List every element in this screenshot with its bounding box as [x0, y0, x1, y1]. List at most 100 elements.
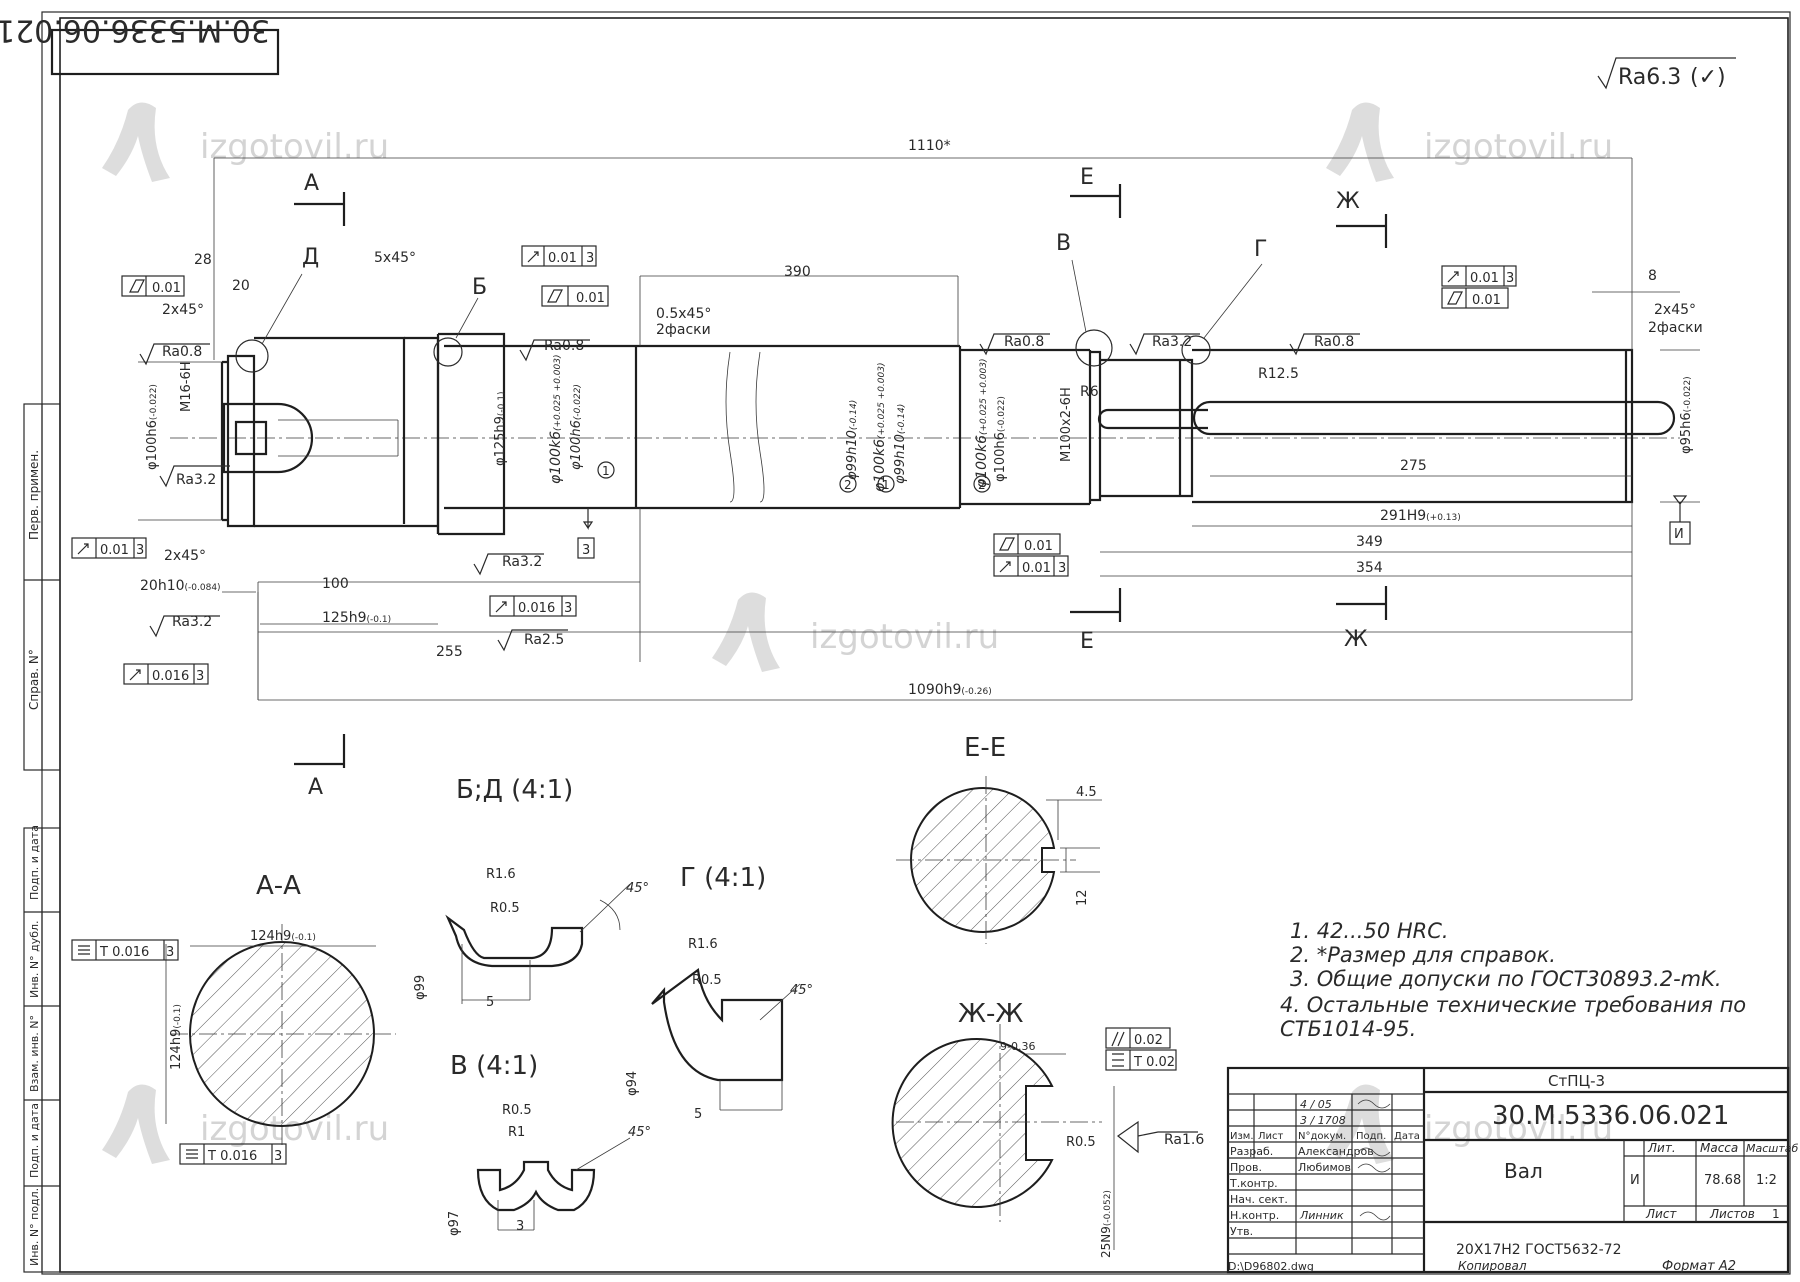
ee-45: 4.5 [1076, 785, 1097, 800]
watermark-logo-1: izgotovil.ru [102, 102, 389, 182]
view-g-title: Г (4:1) [680, 863, 766, 893]
dia-100k6-c: φ100k6(+0.025 +0.003) [974, 359, 990, 488]
watermark-logo-3: izgotovil.ru [712, 592, 999, 672]
tb-scale-label: Масштаб [1746, 1142, 1798, 1155]
mark-d: Д [302, 245, 319, 270]
tb-utv-label: Утв. [1230, 1225, 1253, 1238]
dia-125: φ125h9(-0.1) [493, 392, 508, 467]
section-marks: А А Е Е Ж Ж Д Б В Г [235, 165, 1388, 800]
strip-perv: Перв. примен. [27, 450, 41, 540]
dim-354: 354 [1356, 560, 1383, 576]
tb-org: СтПЦ-3 [1548, 1072, 1605, 1090]
tb-razrab: Александров [1298, 1145, 1374, 1158]
view-aa-title: А-А [256, 871, 301, 901]
strip-podp1: Подп. и дата [28, 825, 41, 900]
tol-runout-b-base: 3 [586, 251, 594, 266]
tol-cyl-far: 0.01 [1472, 293, 1501, 308]
v-r05: R0.5 [502, 1103, 532, 1118]
tol-runout-far-base: 3 [1506, 271, 1514, 286]
view-aa-sym-base-2: 3 [274, 1149, 282, 1164]
v-3: 3 [516, 1219, 524, 1234]
mark-b: Б [472, 275, 487, 300]
g-r05: R0.5 [692, 973, 722, 988]
dia-99h10: φ99h10(-0.14) [845, 400, 860, 480]
g-94: φ94 [625, 1071, 640, 1096]
dim-2x45-left2: 2x45° [164, 548, 206, 564]
tb-role-podp: Подп. [1356, 1131, 1386, 1142]
view-aa-width: 124h9(-0.1) [250, 929, 316, 944]
dim-275: 275 [1400, 458, 1427, 474]
note-1: 1. 42...50 HRC. [1290, 919, 1449, 943]
bd-5: 5 [486, 995, 494, 1010]
mark-zh-bottom: Ж [1344, 627, 1368, 652]
zz-25: 25N9(-0.052) [1099, 1190, 1113, 1258]
tb-mass-label: Масса [1700, 1141, 1738, 1155]
base-i-marker: И [1674, 527, 1684, 542]
drawing-number-rotated: 30.М.5336.06.021 [0, 12, 270, 47]
tol-runout-b: 0.01 [548, 251, 577, 266]
watermark-text-1: izgotovil.ru [200, 127, 389, 167]
tb-lit: И [1630, 1173, 1640, 1188]
tol-runout-right: 0.01 [1022, 561, 1051, 576]
strip-podp2: Подп. и дата [28, 1103, 41, 1178]
note-3: 3. Общие допуски по ГОСТ30893.2-mK. [1290, 967, 1722, 991]
watermark-text-5: izgotovil.ru [1424, 1109, 1613, 1149]
tb-lit-label: Лит. [1647, 1141, 1676, 1155]
roughness-marks: Ra0.8 Ra0.8 Ra0.8 Ra3.2 Ra0.8 Ra3.2 Ra3.… [139, 333, 1360, 652]
view-ee-title: Е-Е [964, 733, 1006, 763]
dia-99h10-b: φ99h10(-0.14) [893, 404, 908, 484]
roughness-general-icon [1597, 57, 1736, 90]
ra32-g: Ra3.2 [1152, 334, 1192, 350]
dia-100k6-b: φ100k6(+0.025 +0.003) [872, 363, 888, 492]
g-45: 45° [790, 983, 813, 998]
zz-par: 0.02 [1134, 1033, 1163, 1048]
tb-sheets: 1 [1772, 1207, 1780, 1221]
dimension-lines [138, 157, 1700, 701]
dim-125h9: 125h9(-0.1) [322, 610, 391, 626]
tb-rev-2: 3 / 1708 [1300, 1114, 1346, 1127]
view-zhzh-title: Ж-Ж [958, 999, 1023, 1029]
watermark-text-3: izgotovil.ru [810, 617, 999, 657]
tol-cyl-left: 0.01 [152, 281, 181, 296]
circle-2-a: 2 [844, 478, 852, 492]
tb-name: Вал [1504, 1159, 1543, 1183]
tol-runout-bottom: 0.016 [152, 669, 189, 684]
left-strip: Перв. примен. Справ. N° Подп. и дата Инв… [23, 403, 61, 1273]
view-bd-profile [445, 914, 584, 968]
view-aa-height: 124h9(-0.1) [169, 1004, 184, 1070]
dim-2x45-right: 2x45° [1654, 302, 1696, 318]
dim-r125: R12.5 [1258, 366, 1299, 382]
dia-m16: M16-6H [179, 362, 194, 413]
tb-mass: 78.68 [1704, 1173, 1741, 1188]
ra08-right: Ra0.8 [1004, 334, 1044, 350]
dim-291: 291H9(+0.13) [1380, 508, 1461, 524]
strip-inv-dubl: Инв. N° дубл. [28, 920, 41, 998]
dim-390: 390 [784, 264, 811, 280]
tb-number: 30.М.5336.06.021 [1492, 1101, 1729, 1131]
dim-255: 255 [436, 644, 463, 660]
tb-role-izm: Изм. [1230, 1131, 1254, 1142]
bd-45: 45° [626, 881, 649, 896]
tb-role-list: Лист [1258, 1131, 1284, 1142]
tb-role-doc: N°докум. [1298, 1131, 1346, 1142]
zz-sym: T 0.02 [1133, 1055, 1175, 1070]
dia-100h6-left: φ100h6(-0.022) [145, 384, 160, 470]
drawing-number-box [50, 28, 280, 76]
bd-r16: R1.6 [486, 867, 516, 882]
mark-g: Г [1254, 237, 1267, 262]
dim-20h10: 20h10(-0.084) [140, 578, 221, 594]
ee-12: 12 [1075, 889, 1090, 906]
note-5: СТБ1014-95. [1280, 1017, 1416, 1041]
dia-100h6-mid: φ100h6(-0.022) [569, 384, 584, 470]
v-45: 45° [628, 1125, 651, 1140]
watermark-logo-2: izgotovil.ru [1326, 102, 1613, 182]
v-r1: R1 [508, 1125, 525, 1140]
dim-8: 8 [1648, 268, 1657, 284]
dim-1090: 1090h9(-0.26) [908, 682, 992, 698]
circle-2-b: 2 [978, 478, 986, 492]
tb-nkontr-label: Н.контр. [1230, 1209, 1279, 1222]
bd-r05: R0.5 [490, 901, 520, 916]
tolerance-frames: 0.01 0.01 3 0.01 0.01 3 0.016 3 0.016 3 … [71, 245, 1691, 685]
dim-two-chamfers: 2фаски [1648, 320, 1703, 336]
